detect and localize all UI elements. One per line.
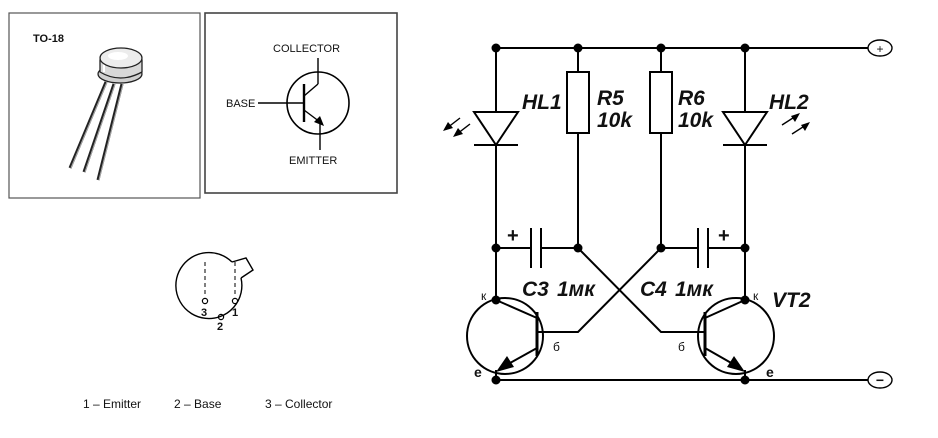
c3-polarity: + (507, 225, 519, 247)
hl2-label: HL2 (769, 91, 809, 114)
r6-name: R6 (678, 87, 705, 110)
negative-terminal (867, 371, 893, 389)
led-hl2 (721, 111, 810, 147)
c4-polarity: + (718, 225, 730, 247)
resistor-r6 (649, 71, 673, 134)
r5-value: 10k (597, 109, 633, 132)
pinout-bottom-view: 3 1 2 1 – Emitter 2 – Base 3 – Collector (83, 251, 332, 411)
to18-transistor-illustration (68, 47, 143, 181)
c3-value: 1мк (557, 278, 596, 301)
cross-wire-r6 (537, 247, 662, 333)
base-label: BASE (226, 98, 255, 110)
multivibrator-circuit: + − HL1 (443, 39, 893, 389)
npn-transistor-symbol (258, 58, 350, 150)
package-name: TO-18 (33, 33, 64, 45)
resistor-r5 (566, 71, 590, 134)
c3-name: C3 (522, 278, 549, 301)
collector-label: COLLECTOR (273, 43, 340, 55)
vt2-emitter-mark: е (766, 364, 774, 380)
positive-terminal (867, 39, 893, 57)
transistor-vt1 (466, 297, 544, 380)
r5-name: R5 (597, 87, 624, 110)
pin-1-hole (231, 297, 239, 305)
junction-dots (491, 43, 750, 385)
pin-legend-base: 2 – Base (174, 397, 222, 411)
vt2-base-mark: б (678, 340, 685, 354)
vt1-collector-mark: к (481, 289, 487, 303)
vt2-label: VT2 (772, 289, 811, 312)
negative-terminal-label: − (876, 372, 884, 388)
c4-value: 1мк (675, 278, 714, 301)
capacitor-c3 (496, 228, 578, 268)
emitter-label: EMITTER (289, 155, 337, 167)
positive-terminal-label: + (876, 42, 883, 56)
pin-3-hole (201, 297, 209, 305)
vt2-collector-mark: к (753, 289, 759, 303)
r6-value: 10k (678, 109, 714, 132)
hl1-label: HL1 (522, 91, 562, 114)
vt1-base-mark: б (553, 340, 560, 354)
pin-legend-collector: 3 – Collector (265, 397, 332, 411)
cross-wire-r5 (577, 247, 705, 333)
pin-number-3: 3 (201, 307, 207, 319)
package-panel: TO-18 (8, 12, 201, 199)
pin-2-hole (217, 313, 225, 321)
vt1-emitter-mark: е (474, 364, 482, 380)
package-panel-border (8, 12, 201, 199)
transistor-vt2 (697, 297, 775, 380)
symbol-panel: COLLECTOR BASE EMITTER (204, 12, 398, 194)
pin-number-2: 2 (217, 321, 223, 333)
c4-name: C4 (640, 278, 667, 301)
led-hl1 (443, 111, 520, 147)
capacitor-c4 (661, 228, 745, 268)
pin-number-1: 1 (232, 307, 238, 319)
pin-legend-emitter: 1 – Emitter (83, 397, 141, 411)
